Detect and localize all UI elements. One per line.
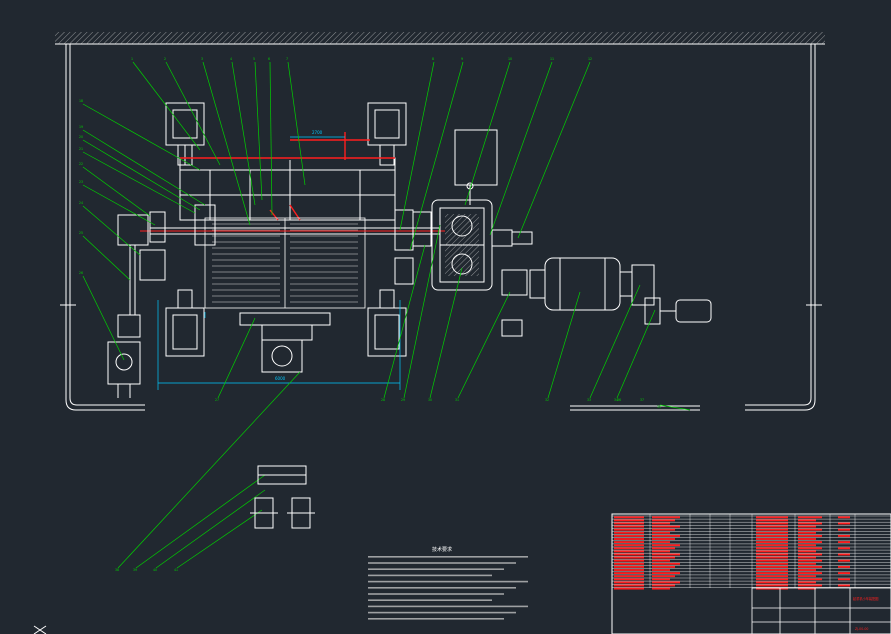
dimension-label-bottom: 6000 [275,376,286,381]
travel-drive [631,264,712,325]
dimension-label-top: 2700 [312,130,323,135]
balloon-label: 33 [587,398,591,402]
wheel-assembly-bottom-right [367,289,407,357]
balloon-label: 7 [286,57,288,61]
ceiling-hatch [55,32,825,45]
balloon-label: 19 [79,125,83,129]
drawing-number: ZJ-00-00 [855,627,868,631]
balloon-label: 38 [115,568,119,572]
gearbox-hatch [445,214,479,276]
title-block [751,587,891,634]
balloon-label: 11 [550,57,554,61]
balloon-label: 24 [79,201,83,205]
drum-shaft [150,227,440,235]
balloon-label: 12 [588,57,592,61]
balloon-label: 25 [79,231,83,235]
top-mount-plate [454,129,498,205]
main-hook-block [239,312,331,373]
wheel-assembly-top-right [367,102,407,166]
wheel-assembly-bottom-left [165,289,205,357]
balloon-label: 39 [133,568,137,572]
balloon-label: 8 [432,57,434,61]
balloon-label: 28 [381,398,385,402]
balloon-label: 23 [79,180,83,184]
detail-view [250,465,315,529]
balloon-label: 9 [461,57,463,61]
balloon-label: 10 [508,57,512,61]
left-bearing [117,204,216,315]
balloon-label: 34 [614,398,618,402]
balloon-label: 2 [164,57,166,61]
balloon-label: 20 [79,135,83,139]
right-bearing [394,209,432,285]
drum-grooves [212,223,358,303]
frame-highlight [180,132,395,221]
balloon-label: 27 [215,398,219,402]
balloon-label: 41 [174,568,178,572]
balloon-label: 40 [153,568,157,572]
drawing-name: 起重机小车装配图 [853,596,879,601]
balloon-label: 21 [79,147,83,151]
balloon-label: 1 [131,57,133,61]
balloon-label: 36 [617,398,621,402]
balloon-label: 37 [640,398,644,402]
trolley-frame [179,157,396,221]
balloon-label: 29 [401,398,405,402]
hoisting-drum [204,217,366,309]
balloon-label: 18 [79,99,83,103]
side-walls [60,44,822,411]
balloon-label: 32 [545,398,549,402]
dimension-lines [157,136,401,390]
parts-table-rows [611,514,891,590]
balloon-label: 6 [268,57,270,61]
left-hook-assembly [107,314,141,398]
hoist-motor [529,257,633,311]
balloon-label: 30 [428,398,432,402]
balloon-label: 4 [230,57,232,61]
balloon-label: 22 [79,162,83,166]
balloon-label: 35 [657,405,661,409]
balloon-label: 3 [201,57,203,61]
ucs-icon [33,625,47,634]
balloon-label: 5 [253,57,255,61]
balloon-label: 31 [455,398,459,402]
technical-notes [368,556,528,620]
coupling [491,229,533,337]
notes-title: 技术要求 [432,546,452,553]
balloon-label: 26 [79,271,83,275]
leader-lines [82,61,691,569]
